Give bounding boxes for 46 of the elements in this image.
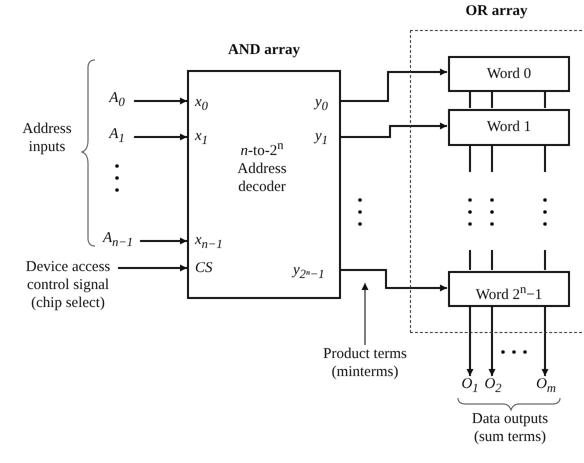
signal-line [544,250,546,270]
signal-line [491,91,493,108]
signal-arrow [118,264,187,272]
annotation-text: Product terms (minterms) [322,345,408,381]
word-label: Word 1 [486,119,532,136]
signal-arrow [341,68,447,102]
word-label: Word 2$^{n}$−1 [474,280,544,304]
signal-arrow [134,98,187,104]
signal-arrow [140,238,187,244]
decoder-text: n-to-2$^{n}$ Address decoder [236,137,288,196]
signal-name: A$_{0}$ [108,90,126,111]
signal-line [544,91,546,108]
port-label: x$_{1}$ [195,128,208,149]
signal-arrow [341,269,447,292]
signal-name: O$_{m}$ [535,376,557,397]
leader-arrow [362,282,368,346]
word-block [448,56,570,92]
signal-name: O$_{2}$ [483,376,503,397]
signal-line [491,250,493,270]
word-label: Word 0 [486,66,532,82]
port-label: y$_{1}$ [315,128,328,149]
signal-line [544,145,546,172]
signal-line [469,91,471,108]
group-label: Address inputs [21,120,73,156]
heading: AND array [226,42,302,59]
signal-arrow [341,122,447,138]
signal-name: A$_{1}$ [108,126,126,147]
port-label: CS [195,260,213,277]
word-block [448,109,570,146]
port-label: x$_{n−1}$ [195,232,223,253]
annotation-text: Device access control signal (chip select) [24,258,112,312]
heading: OR array [464,3,529,20]
signal-name: O$_{1}$ [460,376,480,397]
port-label: y$_{2ⁿ−1}$ [293,262,325,283]
signal-arrow [134,134,187,140]
signal-arrow [488,306,496,376]
signal-line [469,250,471,270]
signal-line [469,145,471,172]
signal-arrow [542,306,548,376]
word-block [448,271,570,307]
signal-arrow [466,306,474,376]
group-label: Data outputs (sum terms) [470,410,550,446]
port-label: x$_{0}$ [195,94,208,115]
signal-line [491,145,493,172]
port-label: y$_{0}$ [315,94,328,115]
signal-name: A$_{n−1}$ [101,230,134,251]
